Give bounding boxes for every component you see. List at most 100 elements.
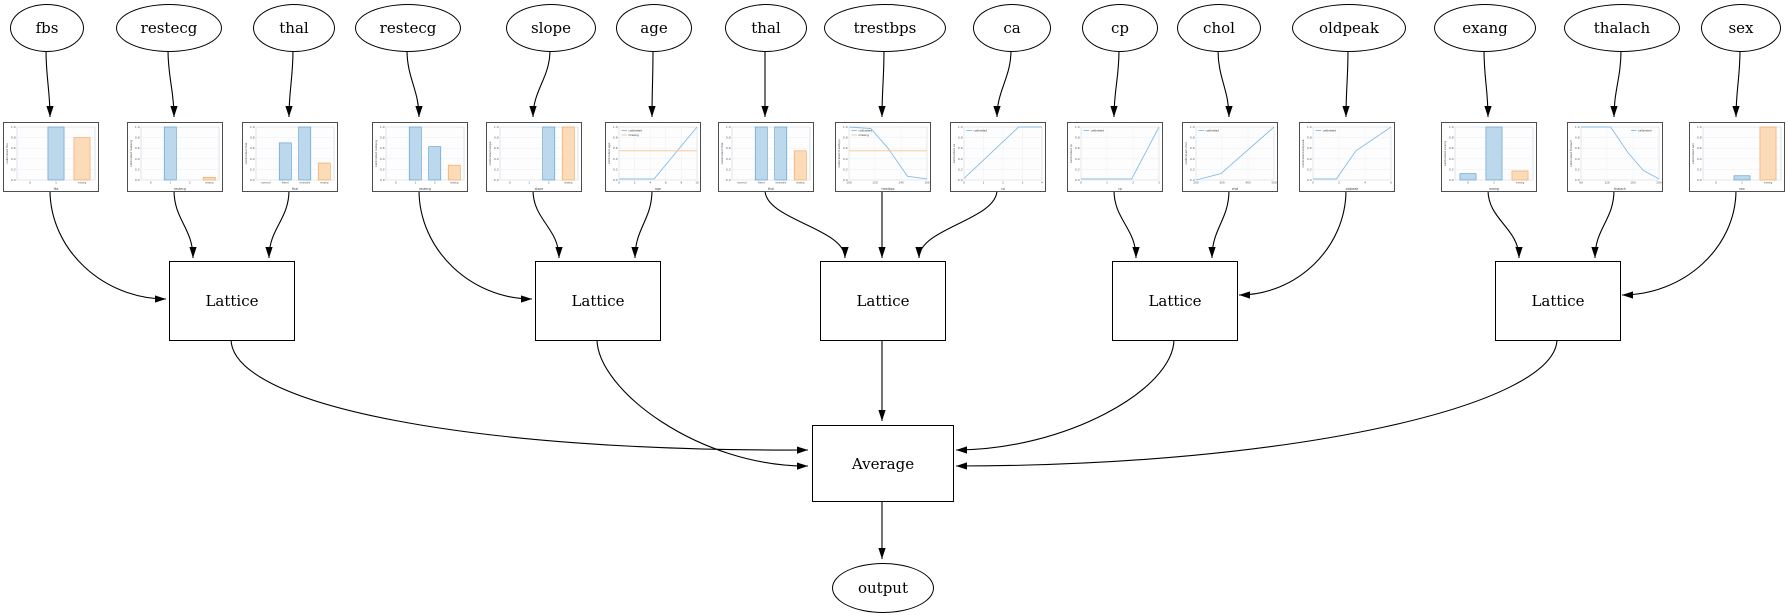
svg-text:0: 0 [509, 180, 511, 184]
svg-text:2: 2 [548, 180, 550, 184]
feature-ellipse-ca: ca [973, 4, 1051, 52]
svg-text:cp: cp [1118, 187, 1122, 191]
svg-text:0.2: 0.2 [494, 167, 499, 171]
svg-text:0: 0 [1715, 180, 1717, 184]
svg-text:1.0: 1.0 [843, 125, 848, 129]
svg-text:0.6: 0.6 [958, 146, 963, 150]
lattice-node-1: Lattice [169, 261, 295, 341]
feature-ellipse-restecg: restecg [355, 4, 461, 52]
feature-label: ca [1003, 18, 1021, 37]
svg-text:0.2: 0.2 [1075, 167, 1080, 171]
feature-label: trestbps [853, 18, 917, 37]
feature-ellipse-oldpeak: oldpeak [1292, 4, 1406, 52]
svg-text:sex: sex [1739, 187, 1745, 191]
svg-text:0.6: 0.6 [1307, 146, 1312, 150]
svg-text:4: 4 [649, 180, 651, 184]
svg-text:0.2: 0.2 [958, 167, 963, 171]
svg-text:1.0: 1.0 [494, 125, 499, 129]
svg-text:0.6: 0.6 [11, 146, 16, 150]
svg-text:1.0: 1.0 [135, 125, 140, 129]
svg-text:0.2: 0.2 [1697, 167, 1702, 171]
svg-text:0.4: 0.4 [726, 157, 731, 161]
average-node: Average [812, 425, 954, 502]
feature-label: restecg [140, 18, 198, 37]
svg-text:reversible: reversible [775, 181, 786, 184]
svg-text:calibrated cp: calibrated cp [1069, 144, 1073, 164]
svg-text:0.0: 0.0 [1575, 178, 1580, 182]
svg-text:0.0: 0.0 [380, 178, 385, 182]
svg-text:3: 3 [1158, 180, 1160, 184]
svg-text:0.8: 0.8 [11, 136, 16, 140]
svg-text:0.8: 0.8 [1449, 136, 1454, 140]
svg-text:1: 1 [983, 180, 985, 184]
svg-text:trestbps: trestbps [881, 187, 894, 191]
svg-text:0: 0 [1467, 180, 1469, 184]
svg-text:4: 4 [1364, 180, 1366, 184]
svg-text:0.6: 0.6 [613, 146, 618, 150]
svg-text:oldpeak: oldpeak [1346, 187, 1359, 191]
svg-text:1.0: 1.0 [1697, 125, 1702, 129]
svg-text:6: 6 [1390, 180, 1392, 184]
feature-ellipse-sex: sex [1701, 4, 1781, 52]
svg-text:age: age [655, 187, 661, 191]
feature-label: chol [1203, 18, 1235, 37]
svg-text:300: 300 [1219, 180, 1225, 184]
svg-text:0.8: 0.8 [135, 136, 140, 140]
lattice-label: Lattice [571, 292, 625, 310]
svg-text:120: 120 [1604, 180, 1610, 184]
svg-text:exang: exang [1489, 187, 1499, 191]
svg-text:1.0: 1.0 [380, 125, 385, 129]
svg-text:0.2: 0.2 [11, 167, 16, 171]
svg-text:reversible: reversible [299, 181, 310, 184]
svg-text:2: 2 [1002, 180, 1004, 184]
svg-text:0.0: 0.0 [135, 178, 140, 182]
feature-label: sex [1728, 18, 1754, 37]
feature-label: cp [1110, 18, 1129, 37]
svg-text:0.8: 0.8 [1575, 136, 1580, 140]
svg-text:missing: missing [859, 133, 870, 137]
feature-ellipse-chol: chol [1177, 4, 1261, 52]
svg-text:1.0: 1.0 [1575, 125, 1580, 129]
svg-text:fixed: fixed [758, 180, 765, 184]
feature-ellipse-cp: cp [1082, 4, 1158, 52]
svg-text:1: 1 [1493, 180, 1495, 184]
svg-text:0.6: 0.6 [726, 146, 731, 150]
svg-text:1.0: 1.0 [958, 125, 963, 129]
svg-text:1.0: 1.0 [1190, 125, 1195, 129]
svg-text:missing: missing [564, 181, 573, 184]
lattice-node-5: Lattice [1495, 261, 1621, 341]
svg-text:0.6: 0.6 [1190, 146, 1195, 150]
svg-text:calibrated exang: calibrated exang [1443, 141, 1447, 166]
svg-text:0.2: 0.2 [726, 167, 731, 171]
svg-text:0: 0 [29, 180, 31, 184]
svg-text:0.4: 0.4 [1697, 157, 1702, 161]
svg-text:0.2: 0.2 [613, 167, 618, 171]
svg-text:1.0: 1.0 [613, 125, 618, 129]
feature-label: thal [279, 18, 309, 37]
svg-text:0.0: 0.0 [613, 178, 618, 182]
svg-text:calibrated oldpeak: calibrated oldpeak [1301, 139, 1305, 167]
lattice-node-4: Lattice [1112, 261, 1238, 341]
svg-text:0.0: 0.0 [726, 178, 731, 182]
svg-text:10: 10 [695, 180, 699, 184]
svg-text:normal: normal [261, 180, 271, 184]
svg-text:0.6: 0.6 [1697, 146, 1702, 150]
feature-label: restecg [379, 18, 437, 37]
feature-label: thalach [1593, 18, 1651, 37]
svg-text:80: 80 [1579, 180, 1583, 184]
svg-text:0.4: 0.4 [1190, 157, 1195, 161]
svg-text:0.6: 0.6 [494, 146, 499, 150]
svg-text:calibrated: calibrated [859, 129, 873, 133]
svg-text:0.8: 0.8 [1307, 136, 1312, 140]
svg-text:0.2: 0.2 [1190, 167, 1195, 171]
svg-text:calibrated slope: calibrated slope [488, 141, 492, 165]
lattice-node-2: Lattice [535, 261, 661, 341]
svg-text:missing: missing [205, 181, 214, 184]
svg-text:missing: missing [629, 133, 640, 137]
svg-text:200: 200 [1193, 180, 1199, 184]
svg-text:8: 8 [681, 180, 683, 184]
